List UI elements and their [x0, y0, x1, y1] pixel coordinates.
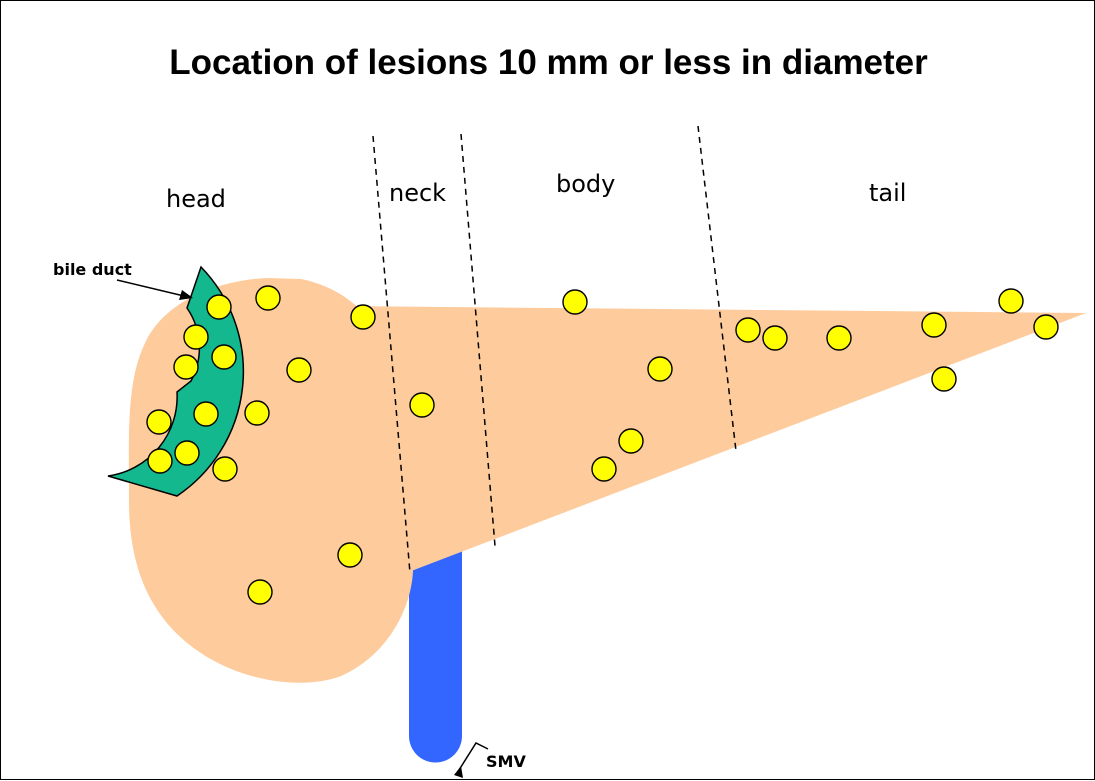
lesion-marker	[212, 345, 236, 369]
smv-vessel	[409, 546, 462, 763]
lesion-marker	[174, 355, 198, 379]
smv-label: SMV	[486, 752, 526, 771]
lesion-marker	[245, 401, 269, 425]
lesion-marker	[287, 358, 311, 382]
lesion-marker	[351, 305, 375, 329]
pancreas-body-tail	[331, 306, 1086, 573]
lesion-marker	[248, 580, 272, 604]
lesion-marker	[932, 367, 956, 391]
lesion-marker	[827, 326, 851, 350]
lesion-marker	[619, 429, 643, 453]
lesion-marker	[147, 410, 171, 434]
region-label-neck: neck	[389, 179, 446, 207]
lesion-marker	[922, 313, 946, 337]
region-label-body: body	[556, 170, 615, 198]
lesion-marker	[256, 286, 280, 310]
lesion-marker	[563, 290, 587, 314]
lesion-marker	[410, 393, 434, 417]
region-label-head: head	[166, 185, 226, 213]
lesion-marker	[148, 449, 172, 473]
region-label-tail: tail	[869, 179, 906, 207]
lesion-marker	[763, 326, 787, 350]
smv-arrow	[454, 743, 488, 778]
lesion-marker	[736, 318, 760, 342]
lesion-marker	[338, 543, 362, 567]
lesion-marker	[184, 325, 208, 349]
bile-duct-arrow	[117, 280, 193, 300]
lesion-marker	[592, 457, 616, 481]
lesion-marker	[213, 457, 237, 481]
lesion-marker	[207, 295, 231, 319]
lesion-marker	[1034, 315, 1058, 339]
lesion-marker	[999, 289, 1023, 313]
lesion-marker	[648, 357, 672, 381]
lesion-marker	[175, 441, 199, 465]
lesion-marker	[194, 402, 218, 426]
bile-duct-label: bile duct	[53, 260, 132, 279]
